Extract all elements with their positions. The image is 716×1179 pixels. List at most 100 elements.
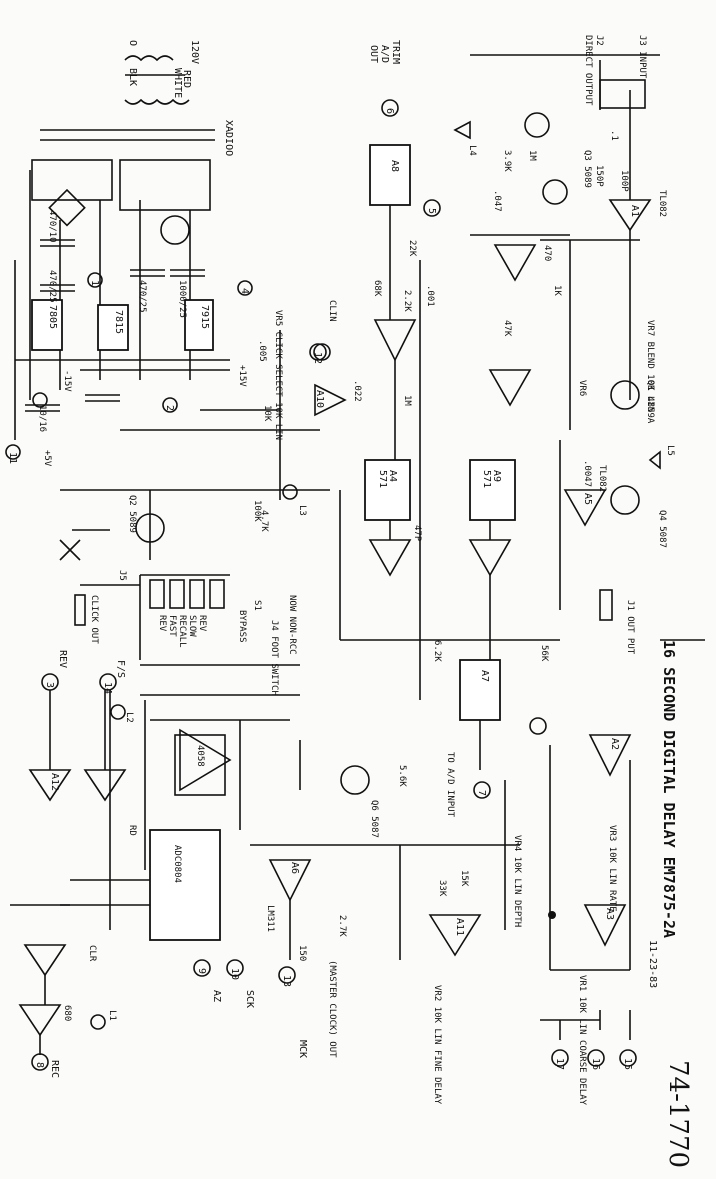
node-number: 16 — [590, 1058, 601, 1070]
block-label-a4: A4 — [387, 470, 398, 482]
vr1-coarse-label: VR1 10K LIN COARSE DELAY — [577, 975, 587, 1106]
power-transistor-label: WHITE — [172, 68, 183, 98]
fs-label: F/S — [115, 660, 126, 678]
node-number: 8 — [34, 1062, 45, 1068]
node-number: 6 — [384, 108, 395, 114]
node-number: 13 — [281, 975, 292, 987]
power-transistor-label: O — [127, 40, 138, 46]
mode-label: REV — [197, 615, 207, 632]
rail-label: +5V — [42, 450, 52, 467]
rec-label: REC — [49, 1060, 60, 1078]
trim-ad-label: A/D — [379, 45, 390, 63]
block-label-a2: A2 — [609, 738, 620, 750]
vr5-click-label: VR5 CLICK SELECT 10K LIN — [273, 310, 283, 440]
capacitor-value: .047 — [492, 190, 502, 212]
block-part-a6: LM311 — [265, 905, 275, 932]
block-label-a8: A8 — [389, 160, 400, 172]
to-ad-label: TO A/D INPUT — [445, 752, 455, 818]
node-number: 7 — [476, 790, 487, 796]
cap-label: 470/10 — [47, 210, 57, 243]
block-part-a9: 571 — [481, 470, 492, 488]
resistor-value: 10K — [262, 405, 272, 422]
resistor-value: 150 — [297, 945, 307, 961]
bypass-label: BYPASS — [237, 610, 247, 643]
resistor-value: 1K — [552, 285, 562, 296]
l2-label: L2 — [124, 712, 134, 723]
az-label: AZ — [211, 990, 222, 1002]
now-nonrcc-label: NOW NON-RCC — [287, 595, 297, 655]
mode-label: RECALL — [177, 615, 187, 648]
l3-label: L3 — [297, 505, 307, 516]
click-out-label: CLICK OUT — [89, 595, 99, 644]
clin-label: CLIN — [327, 300, 337, 322]
capacitor-value: 47P — [412, 525, 422, 542]
capacitor-value: 1M — [402, 395, 412, 406]
schematic-date: 11-23-83 — [647, 940, 658, 988]
lfo-section — [504, 734, 637, 1067]
node-number: 17 — [554, 1058, 565, 1070]
l1-label: L1 — [107, 1010, 117, 1021]
sck-label: SCK — [244, 990, 255, 1008]
block-part-a7: 4058 — [195, 745, 205, 767]
power-transistor-label: RED — [181, 70, 192, 88]
vr2-fine-label: VR2 10K LIN FINE DELAY — [432, 985, 442, 1105]
vr4-depth-label: VR4 10K LIN DEPTH — [512, 835, 522, 927]
resistor-value: 6.2K — [432, 640, 442, 662]
vr3-rate-label: VR3 10K LIN RATE — [607, 825, 617, 912]
left-opamps — [10, 673, 127, 1071]
power-transistor-label: 120V — [189, 40, 200, 64]
block-label-a5: A5 — [582, 493, 593, 505]
resistor-value: 2.7K — [337, 915, 347, 937]
resistor-value: 5.6K — [397, 765, 407, 787]
cap-label: 470/25 — [137, 280, 147, 313]
capacitor-value: 150P — [594, 165, 604, 187]
regulator-label: 7915 — [199, 305, 210, 329]
block-label-a9: A9 — [491, 470, 502, 482]
power-id-label: XADIOO — [223, 120, 234, 156]
q4-label: Q4 5087 — [657, 510, 667, 548]
mode-label: FAST — [167, 615, 177, 637]
resistor-value: 1M — [527, 150, 537, 161]
resistor-value: 68K — [372, 280, 382, 297]
q1-label: Q1 4859A — [645, 380, 655, 424]
node-number: 9 — [196, 968, 207, 974]
resistor-value: 100K — [252, 500, 262, 522]
block-label-a12: A12 — [49, 773, 60, 791]
mode-switch-bank — [139, 574, 300, 870]
resistor-value: 22K — [407, 240, 417, 257]
block-part-a1: TL082 — [657, 190, 667, 217]
q3-label: Q3 5089 — [582, 150, 592, 188]
resistor-value: 33K — [437, 880, 447, 897]
capacitor-value: 100P — [619, 170, 629, 192]
node-number: 12 — [312, 352, 323, 364]
l4-label: L4 — [467, 145, 477, 156]
page-id: 74-1770 — [663, 1060, 693, 1168]
resistor-value: 470 — [542, 245, 552, 261]
rev-label: REV — [57, 650, 68, 668]
l5-label: L5 — [665, 445, 675, 456]
mode-label: REV — [157, 615, 167, 632]
capacitor-value: .1 — [609, 130, 619, 141]
capacitor-value: .005 — [257, 340, 267, 362]
rail-label: +15V — [237, 365, 247, 387]
q2-label: Q2 5089 — [127, 495, 137, 533]
regulator-label: 7815 — [113, 310, 124, 334]
resistor-value: 2.2K — [402, 290, 412, 312]
compander-section — [313, 99, 560, 799]
clr-label: CLR — [87, 945, 97, 962]
node-number: 14 — [102, 682, 113, 694]
trim-out-label: OUT — [368, 45, 379, 63]
capacitor-value: .022 — [352, 380, 362, 402]
click-section — [59, 330, 347, 626]
cap-label: 10/16 — [37, 405, 47, 432]
resistor-value: 680 — [62, 1005, 72, 1021]
power-supply — [5, 55, 253, 460]
resistor-value: 56K — [539, 645, 549, 662]
node-number: 5 — [426, 208, 437, 214]
mck-label: MCK — [297, 1040, 308, 1058]
block-label-a7: A7 — [479, 670, 490, 682]
j4-footswitch-label: J4 FOOT SWITCH — [269, 620, 279, 696]
direct-output-label: DIRECT OUTPUT — [583, 35, 593, 106]
